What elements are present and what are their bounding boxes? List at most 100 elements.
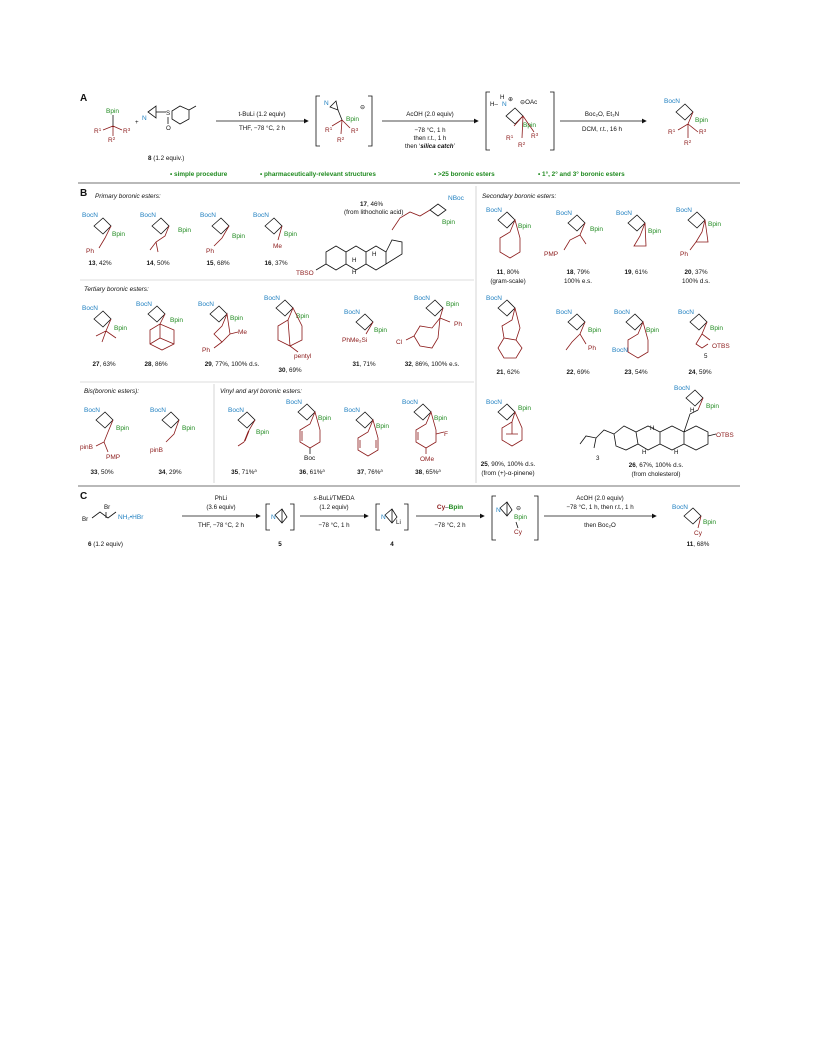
svg-text:⊕: ⊕	[508, 96, 513, 103]
svg-text:Bpin: Bpin	[703, 519, 716, 526]
azabicyclobutane-5: N 5	[265, 503, 295, 548]
compound-15: BocN Bpin Ph 15, 68%	[200, 212, 245, 267]
compound-30: BocN Bpin pentyl 30, 69%	[264, 295, 312, 374]
svg-text:Bpin: Bpin	[588, 327, 601, 334]
svg-text:AcOH (2.0 equiv): AcOH (2.0 equiv)	[576, 495, 623, 502]
svg-text:100% d.s.: 100% d.s.	[682, 278, 710, 285]
svg-text:N: N	[271, 514, 276, 521]
compound-18: BocN Bpin PMP 18, 79% 100% e.s.	[544, 210, 603, 285]
svg-text:Ph: Ph	[588, 345, 596, 352]
svg-text:6 (1.2 equiv): 6 (1.2 equiv)	[88, 541, 123, 548]
svg-text:Bpin: Bpin	[170, 317, 183, 324]
svg-text:35, 71%a: 35, 71%a	[231, 468, 257, 476]
svg-text:BocN: BocN	[228, 407, 244, 414]
svg-text:(3.6 equiv): (3.6 equiv)	[206, 504, 235, 511]
svg-text:R2: R2	[108, 136, 116, 144]
svg-text:Bpin: Bpin	[518, 405, 531, 412]
svg-text:23, 54%: 23, 54%	[624, 369, 648, 376]
svg-text:Bpin: Bpin	[232, 233, 245, 240]
section-vinyl-aryl: Vinyl and aryl boronic esters:	[220, 388, 302, 395]
svg-text:19, 61%: 19, 61%	[624, 269, 648, 276]
svg-text:BocN: BocN	[486, 295, 502, 302]
dibromide-amine-6: Br Br NH₂•HBr 6 (1.2 equiv)	[82, 504, 144, 548]
svg-text:Ph: Ph	[202, 347, 210, 354]
svg-text:R1: R1	[506, 134, 514, 142]
svg-text:38, 65%a: 38, 65%a	[415, 468, 441, 476]
svg-text:BocN: BocN	[150, 407, 166, 414]
step1-conditions: THF, −78 °C, 2 h	[239, 125, 286, 132]
svg-text:Cy–Bpin: Cy–Bpin	[437, 504, 463, 511]
svg-text:11, 80%: 11, 80%	[497, 269, 520, 276]
compound-29: BocN Bpin Me Ph 29, 77%, 100% d.s.	[198, 301, 260, 368]
compound-27: BocN Bpin 27, 63%	[82, 305, 127, 368]
svg-text:BocN: BocN	[344, 309, 360, 316]
svg-text:Bpin: Bpin	[708, 221, 721, 228]
svg-text:11, 68%: 11, 68%	[687, 541, 710, 548]
compound-17: 17, 46% (from lithocholic acid) NBoc Bpi…	[296, 195, 465, 277]
svg-text:OMe: OMe	[420, 456, 434, 463]
svg-text:S: S	[166, 110, 170, 117]
svg-text:then r.t., 1 h: then r.t., 1 h	[414, 135, 447, 142]
svg-text:(1.2 equiv): (1.2 equiv)	[319, 504, 348, 511]
svg-text:18, 79%: 18, 79%	[566, 269, 590, 276]
svg-text:BocN: BocN	[140, 212, 156, 219]
boronic-ester-sm: Bpin R1 R3 R2	[94, 108, 131, 144]
product-11-panel-c: BocN Bpin Cy 11, 68%	[672, 504, 716, 548]
svg-text:16, 37%: 16, 37%	[264, 260, 288, 267]
svg-text:Br: Br	[82, 516, 88, 523]
section-bis: Bis(boronic esters):	[84, 388, 139, 395]
compound-19: BocN Bpin 19, 61%	[616, 210, 661, 276]
feature-1: • simple procedure	[170, 171, 228, 178]
svg-text:Bpin: Bpin	[376, 423, 389, 430]
compound-31: BocN Bpin PhMe₂Si 31, 71%	[342, 309, 387, 368]
svg-text:BocN: BocN	[286, 399, 302, 406]
svg-text:OTBS: OTBS	[716, 432, 734, 439]
compound-25: BocN Bpin 25, 90%, 100% d.s. (from (+)-α…	[481, 399, 536, 477]
svg-text:30, 69%: 30, 69%	[278, 367, 302, 374]
svg-text:31, 71%: 31, 71%	[352, 361, 376, 368]
svg-text:+: +	[135, 119, 139, 126]
compound-16: BocN Bpin Me 16, 37%	[253, 212, 297, 267]
svg-text:26, 67%, 100% d.s.: 26, 67%, 100% d.s.	[629, 462, 684, 469]
svg-text:N: N	[324, 100, 329, 107]
svg-text:29, 77%, 100% d.s.: 29, 77%, 100% d.s.	[205, 361, 260, 368]
svg-text:BocN: BocN	[136, 301, 152, 308]
svg-text:Bpin: Bpin	[434, 415, 447, 422]
svg-text:−78 °C, 1 h: −78 °C, 1 h	[414, 127, 446, 134]
compound-11: BocN Bpin 11, 80% (gram-scale)	[486, 207, 531, 285]
compound-13: BocN Bpin Ph 13, 42%	[82, 212, 125, 267]
svg-text:H: H	[372, 251, 376, 258]
svg-text:pinB: pinB	[80, 444, 93, 451]
svg-text:PMP: PMP	[106, 454, 120, 461]
panel-c: C Br Br NH₂•HBr 6 (1.2 equiv) PhLi (3.6 …	[80, 491, 716, 548]
svg-text:⊖OAc: ⊖OAc	[520, 99, 537, 106]
section-secondary: Secondary boronic esters:	[482, 193, 556, 200]
svg-text:N: N	[381, 514, 386, 521]
svg-text:Bpin: Bpin	[374, 327, 387, 334]
svg-text:27, 63%: 27, 63%	[92, 361, 116, 368]
sulfinyl-aziridine-8: N S O 8 (1.2 equiv.)	[142, 105, 197, 162]
compound-26: BocN Bpin H 3 OTBS H H H 26, 67%, 100% d…	[579, 385, 734, 478]
svg-text:PhMe₂Si: PhMe₂Si	[342, 337, 367, 344]
svg-text:H: H	[674, 449, 678, 456]
svg-text:s-BuLi/TMEDA: s-BuLi/TMEDA	[314, 495, 356, 502]
svg-text:BocN: BocN	[82, 212, 98, 219]
svg-text:BocN: BocN	[264, 295, 280, 302]
svg-text:Bpin: Bpin	[116, 425, 129, 432]
svg-text:Bpin: Bpin	[318, 415, 331, 422]
compound-35: BocN Bpin 35, 71%a	[228, 407, 269, 476]
svg-text:R3: R3	[531, 132, 539, 140]
svg-text:R1: R1	[668, 128, 676, 136]
svg-text:Bpin: Bpin	[514, 514, 527, 521]
svg-text:H: H	[352, 257, 356, 264]
compound-22: BocN Bpin Ph 22, 69%	[556, 309, 601, 376]
svg-text:20, 37%: 20, 37%	[684, 269, 708, 276]
svg-text:Bpin: Bpin	[256, 429, 269, 436]
svg-text:−78 °C, 1 h, then r.t., 1 h: −78 °C, 1 h, then r.t., 1 h	[566, 504, 634, 511]
svg-text:BocN: BocN	[82, 305, 98, 312]
svg-text:Boc₂O, Et₃N: Boc₂O, Et₃N	[585, 111, 619, 118]
svg-text:Ph: Ph	[454, 321, 462, 328]
svg-text:R3: R3	[351, 127, 359, 135]
svg-text:Bpin: Bpin	[112, 231, 125, 238]
compound-20: BocN Bpin Ph 20, 37% 100% d.s.	[676, 207, 721, 285]
